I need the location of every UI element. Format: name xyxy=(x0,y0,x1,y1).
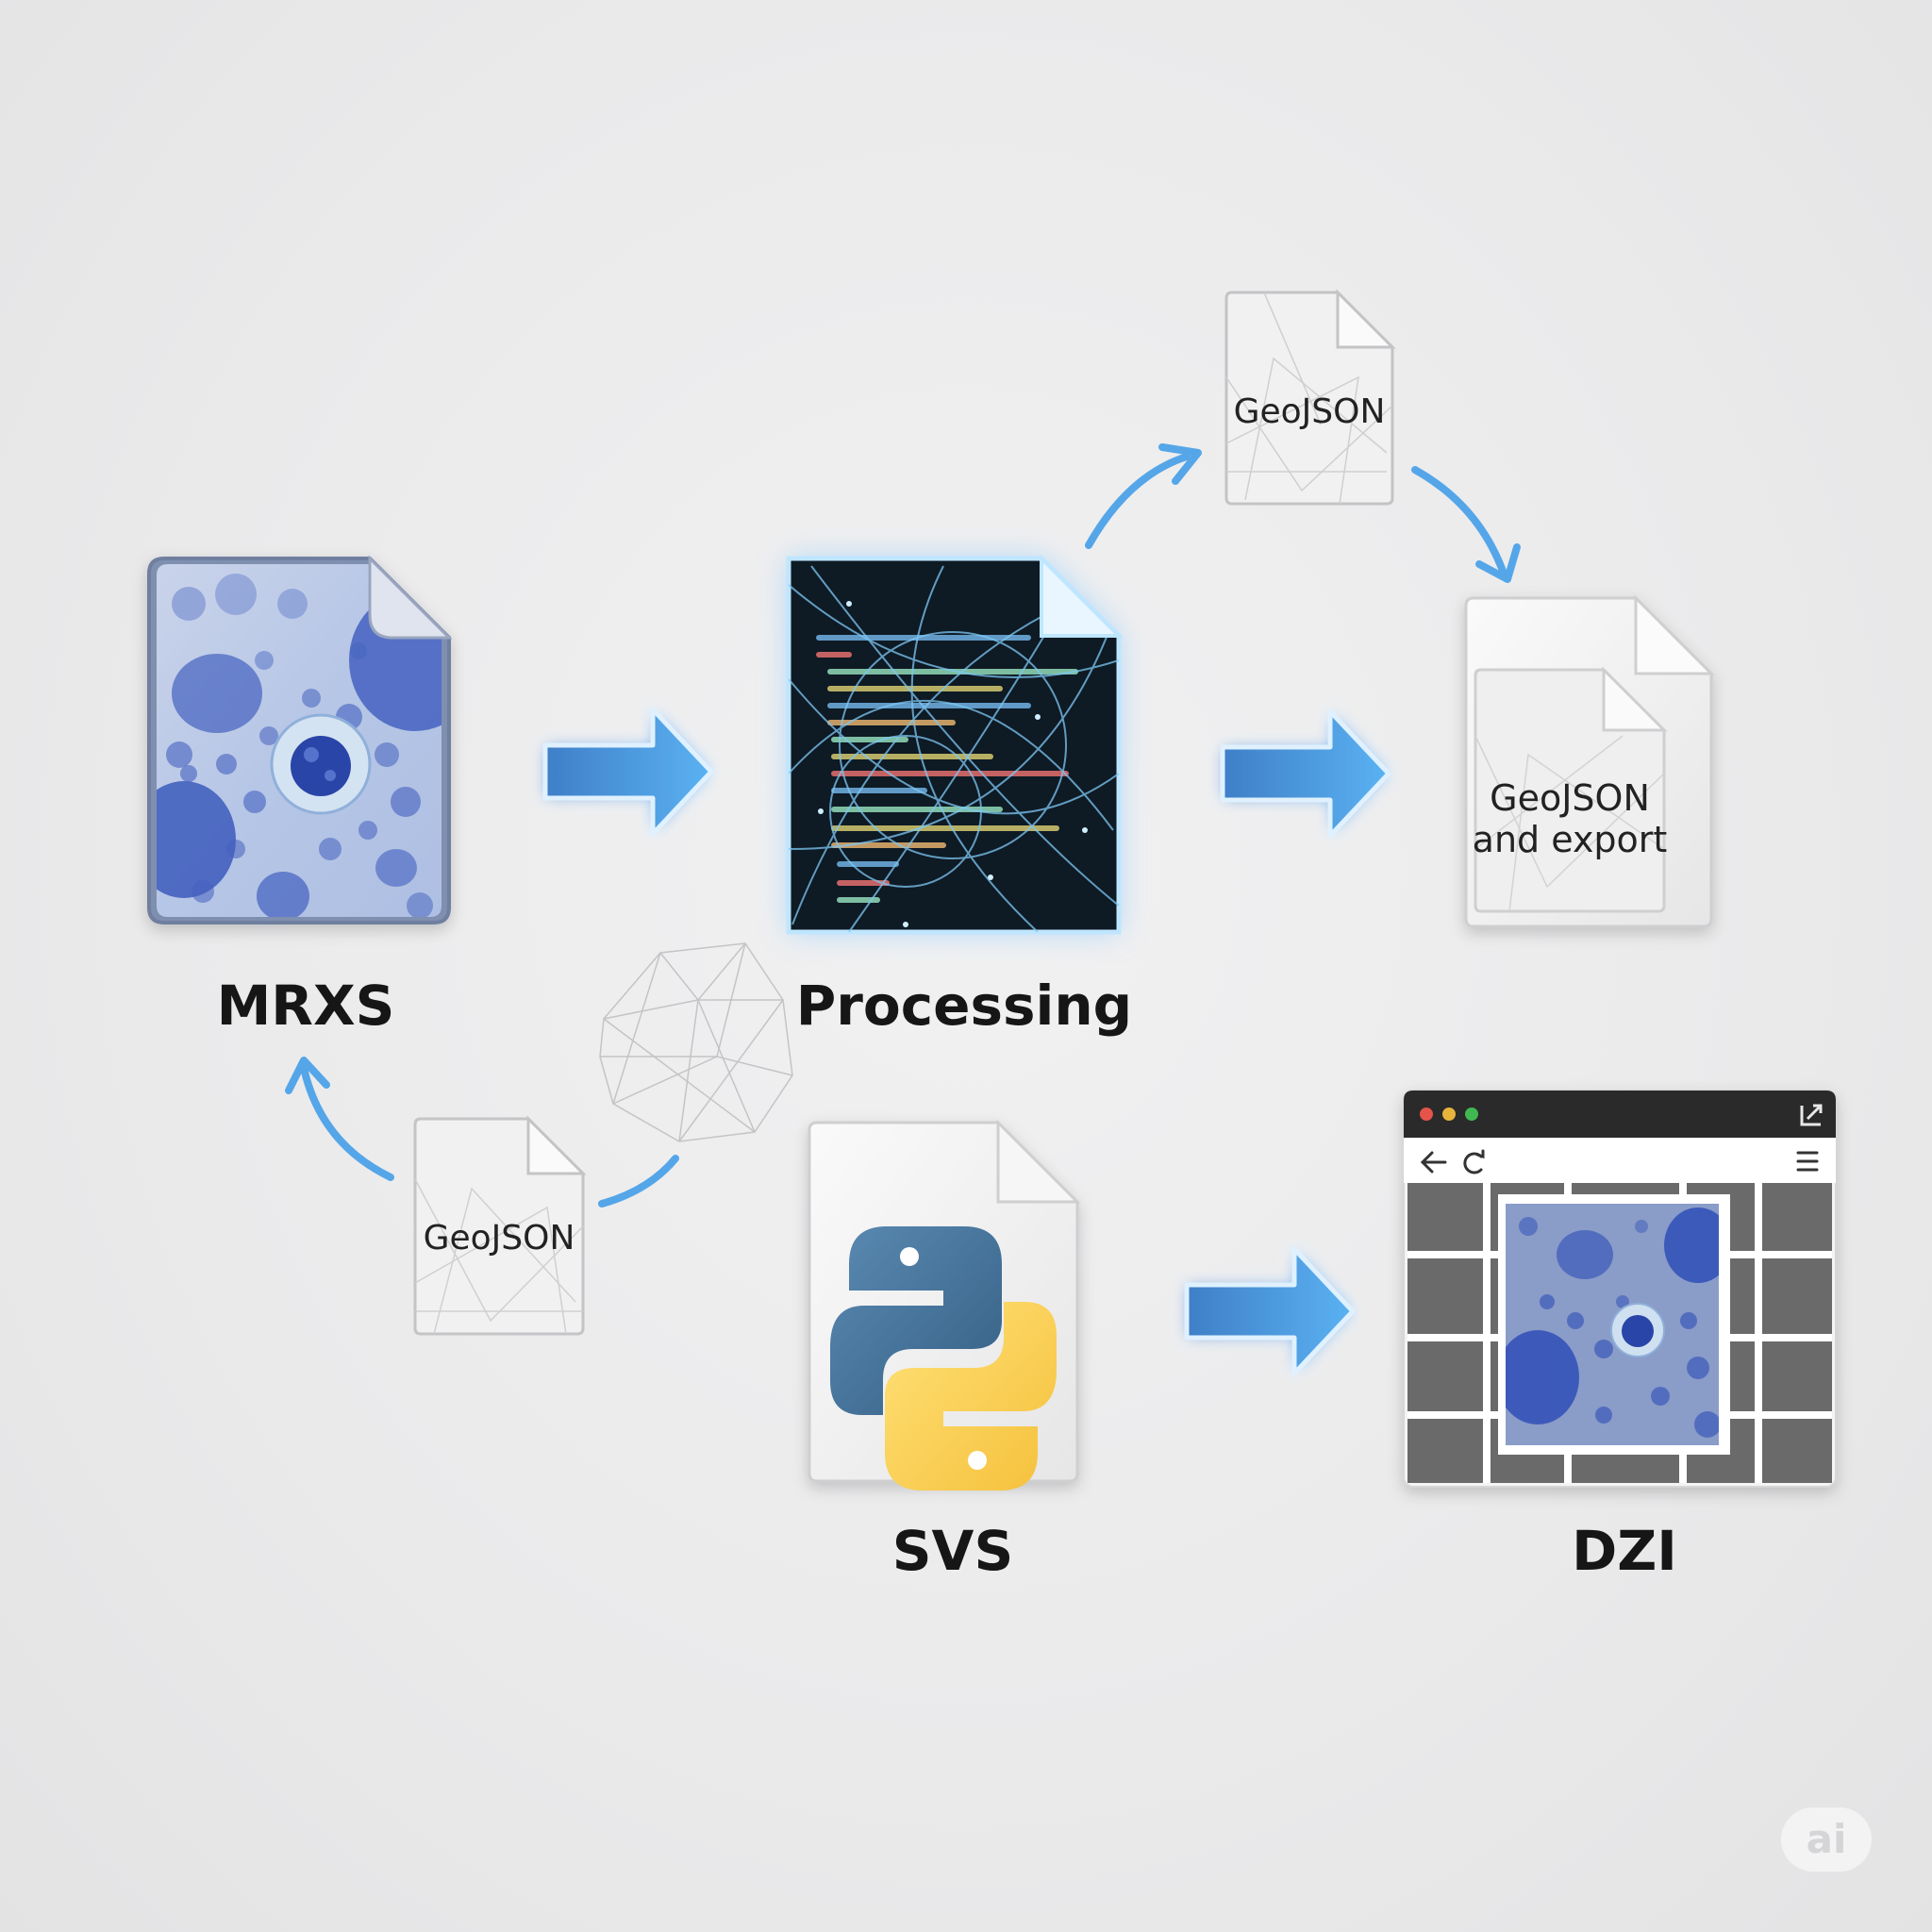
geojson-export-doc-icon xyxy=(1464,594,1715,928)
arrow-processing-to-geojson-top xyxy=(1085,443,1202,549)
external-link-icon[interactable] xyxy=(1800,1104,1823,1126)
browser-toolbar xyxy=(1404,1138,1836,1183)
processing-file-icon xyxy=(786,554,1124,935)
reload-icon[interactable] xyxy=(1463,1149,1485,1174)
arrow-processing-to-export xyxy=(1220,708,1391,839)
close-dot-icon xyxy=(1420,1108,1433,1121)
geojson-export-doc-label-line2: and export xyxy=(1472,819,1668,860)
dzi-label: DZI xyxy=(1572,1519,1677,1583)
back-arrow-icon[interactable] xyxy=(1420,1151,1447,1174)
wireframe-polyhedron-icon xyxy=(599,942,793,1142)
arrow-geojson-left-to-mrxs xyxy=(285,1057,394,1181)
python-logo-icon xyxy=(830,1226,1057,1491)
geojson-left-doc-icon xyxy=(413,1115,587,1336)
arrow-geojson-top-to-export xyxy=(1411,466,1521,583)
arrow-mrxs-to-processing xyxy=(542,707,714,837)
arrow-polyhedron-to-geojson-left xyxy=(598,1155,679,1208)
window-controls xyxy=(1420,1108,1478,1121)
processing-label: Processing xyxy=(795,974,1133,1038)
geojson-left-doc-label: GeoJSON xyxy=(423,1219,575,1257)
dzi-slide-image xyxy=(1498,1194,1730,1455)
geojson-export-doc-label-line1: GeoJSON xyxy=(1490,777,1650,819)
arrow-svs-to-dzi xyxy=(1184,1246,1356,1376)
geojson-top-doc-label: GeoJSON xyxy=(1233,392,1386,431)
svs-label: SVS xyxy=(891,1519,1014,1583)
mrxs-label: MRXS xyxy=(216,974,395,1038)
mrxs-file-icon xyxy=(147,555,453,924)
minimize-dot-icon xyxy=(1442,1108,1456,1121)
geojson-top-doc-icon xyxy=(1224,289,1396,506)
ai-watermark: ai xyxy=(1781,1807,1872,1872)
menu-icon[interactable] xyxy=(1796,1151,1819,1172)
maximize-dot-icon xyxy=(1465,1108,1478,1121)
